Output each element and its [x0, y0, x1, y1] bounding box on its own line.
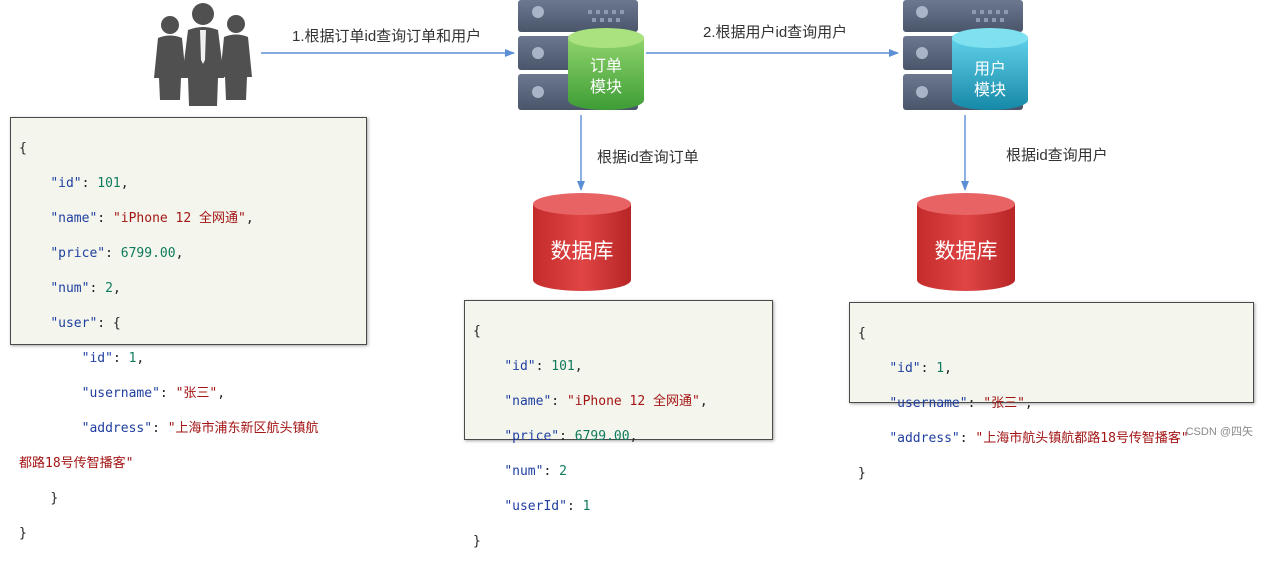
json-key: "address"	[81, 420, 153, 436]
json-line: "userId": 1	[504, 498, 591, 514]
query-order-label: 根据id查询订单	[597, 149, 699, 166]
json-line: 都路18号传智播客"	[19, 455, 358, 473]
json-line: "address": "上海市航头镇航都路18号传智播客"	[889, 430, 1189, 446]
json-line: {	[858, 325, 1245, 343]
json-key: "name"	[50, 210, 98, 226]
json-string: "上海市浦东新区航头镇航	[167, 420, 319, 436]
json-key: "id"	[504, 358, 536, 374]
json-line: "name": "iPhone 12 全网通",	[504, 393, 708, 409]
database-cylinder-icon	[917, 193, 1015, 291]
response-json-box: { "id": 101, "name": "iPhone 12 全网通", "p…	[10, 117, 367, 541]
json-number: 2	[105, 280, 113, 296]
json-line: }	[858, 465, 1245, 483]
json-line: "id": 1,	[81, 350, 145, 366]
order-json-box: { "id": 101, "name": "iPhone 12 全网通", "p…	[464, 300, 773, 549]
json-string: 都路18号传智播客"	[19, 455, 134, 471]
order-module-label-line1: 订单	[589, 56, 622, 75]
json-number: 101	[551, 358, 575, 374]
people-group-icon	[154, 3, 252, 106]
json-key: "address"	[889, 430, 960, 446]
user-module-label: 用户 模块	[952, 58, 1028, 100]
json-number: 1	[936, 360, 945, 376]
json-number: 6799.00	[120, 245, 176, 261]
json-brace: {	[473, 323, 481, 339]
json-key: "id"	[889, 360, 921, 376]
json-string: "张三"	[983, 395, 1025, 411]
json-string: "iPhone 12 全网通"	[112, 210, 246, 226]
order-module-icon	[568, 28, 644, 110]
json-line: "id": 101,	[50, 175, 129, 191]
json-key: "id"	[81, 350, 113, 366]
json-line: "num": 2	[504, 463, 567, 479]
json-brace: {	[19, 140, 27, 156]
json-line: {	[473, 323, 764, 341]
json-string: "上海市航头镇航都路18号传智播客"	[975, 430, 1189, 446]
json-line: }	[19, 525, 358, 543]
user-module-label-line2: 模块	[973, 80, 1006, 99]
json-string: "iPhone 12 全网通"	[566, 393, 700, 409]
json-line: "address": "上海市浦东新区航头镇航	[81, 420, 319, 436]
database-cylinder-icon	[533, 193, 631, 291]
json-number: 2	[559, 463, 567, 479]
user-json-box: { "id": 1, "username": "张三", "address": …	[849, 302, 1254, 481]
json-line: "user": {	[50, 315, 121, 331]
watermark: CSDN @四矢	[1185, 426, 1253, 438]
json-line: "id": 1,	[889, 360, 952, 376]
json-key: "username"	[889, 395, 968, 411]
json-key: "id"	[50, 175, 82, 191]
json-key: "price"	[50, 245, 106, 261]
json-line: {	[19, 140, 358, 158]
json-brace: }	[473, 533, 481, 549]
json-key: "num"	[50, 280, 90, 296]
json-line: "username": "张三",	[889, 395, 1033, 411]
json-key: "price"	[504, 428, 560, 444]
json-brace: }	[19, 525, 27, 541]
json-number: 6799.00	[574, 428, 630, 444]
order-module-label-line2: 模块	[589, 77, 622, 96]
json-line: "price": 6799.00,	[504, 428, 638, 444]
json-key: "user"	[50, 315, 98, 331]
order-module-label: 订单 模块	[568, 55, 644, 97]
order-db-label: 数据库	[550, 239, 614, 263]
architecture-diagram	[154, 0, 1028, 291]
json-number: 1	[128, 350, 137, 366]
json-key: "num"	[504, 463, 544, 479]
json-line: }	[473, 533, 764, 551]
json-key: "name"	[504, 393, 552, 409]
json-line: "num": 2,	[50, 280, 121, 296]
json-key: "username"	[81, 385, 160, 401]
json-line: "name": "iPhone 12 全网通",	[50, 210, 254, 226]
json-line: "username": "张三",	[81, 385, 226, 401]
json-line: }	[19, 490, 358, 508]
query-user-label: 根据id查询用户	[1006, 147, 1108, 164]
step1-label: 1.根据订单id查询订单和用户	[292, 28, 482, 45]
json-line: "price": 6799.00,	[50, 245, 184, 261]
json-line: "id": 101,	[504, 358, 583, 374]
user-module-label-line1: 用户	[973, 59, 1006, 78]
json-number: 1	[582, 498, 591, 514]
json-string: "张三"	[175, 385, 218, 401]
json-key: "userId"	[504, 498, 567, 514]
json-brace: }	[858, 465, 866, 481]
user-db-label: 数据库	[934, 239, 998, 263]
json-brace: }	[50, 490, 59, 506]
user-module-icon	[952, 28, 1028, 110]
json-brace: {	[858, 325, 866, 341]
step2-label: 2.根据用户id查询用户	[703, 24, 848, 41]
json-number: 101	[97, 175, 121, 191]
